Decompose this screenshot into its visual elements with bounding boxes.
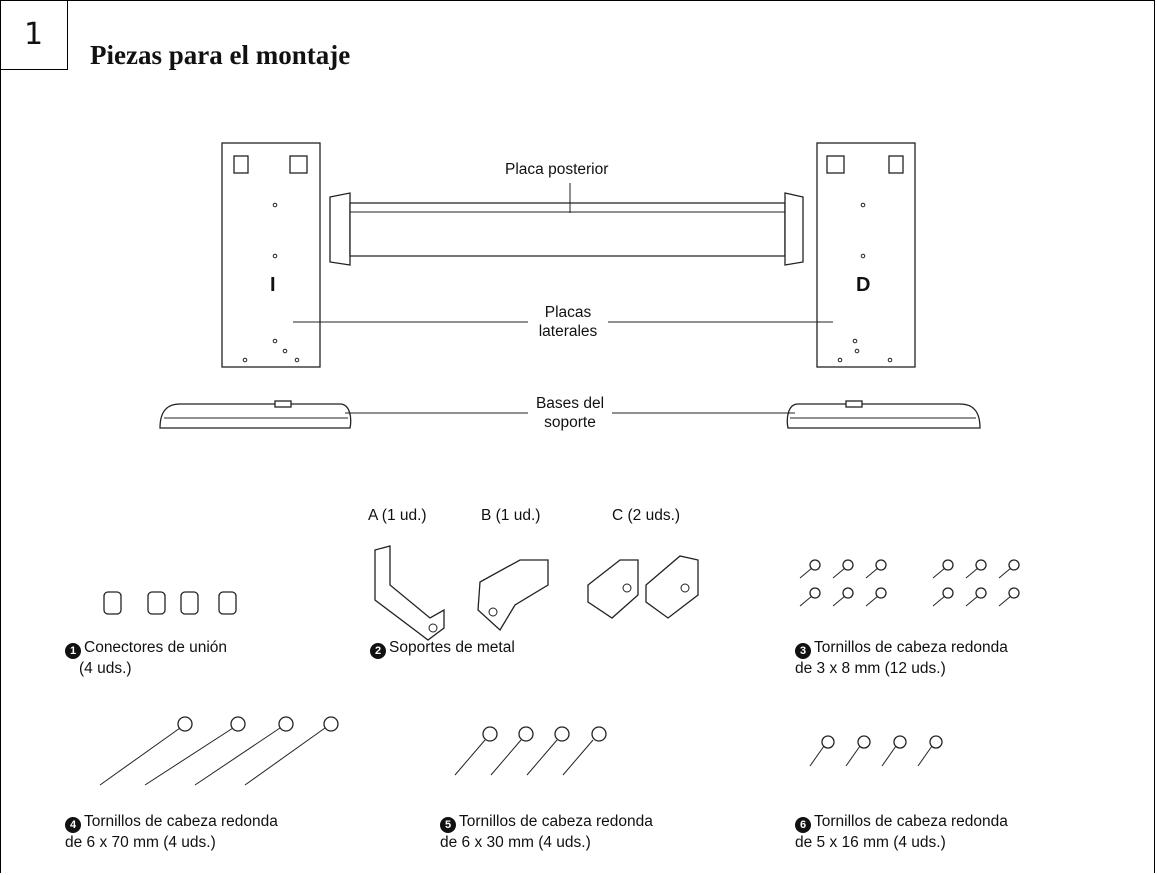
screw-head xyxy=(842,587,854,599)
bracket-a-label: A (1 ud.) xyxy=(368,507,427,524)
step-number: 1 xyxy=(0,0,68,70)
screw-shank xyxy=(965,567,979,579)
screw-shank xyxy=(832,567,846,579)
right-plate-letter: D xyxy=(856,274,871,296)
part-5-line2: de 6 x 30 mm (4 uds.) xyxy=(440,834,591,851)
page-title: Piezas para el montaje xyxy=(90,40,351,70)
part-4-number: 4 xyxy=(65,817,81,833)
screw-head xyxy=(975,587,987,599)
screw-shank xyxy=(799,595,813,607)
left-base-drawing xyxy=(159,400,352,429)
bracket-c-label: C (2 uds.) xyxy=(612,507,681,524)
bases-label: Bases del soporte xyxy=(528,394,612,432)
back-plate-label: Placa posterior xyxy=(505,161,609,178)
screw-head xyxy=(809,587,821,599)
screw-shank xyxy=(865,595,879,607)
bracket-b-label: B (1 ud.) xyxy=(481,507,541,524)
right-side-plate-drawing xyxy=(816,142,916,368)
joint-connectors-drawing xyxy=(103,591,237,615)
part-4-line1: Tornillos de cabeza redonda xyxy=(84,813,278,830)
screw-shank xyxy=(932,567,946,579)
part-1-line1: Conectores de unión xyxy=(84,639,228,656)
part-6-line2: de 5 x 16 mm (4 uds.) xyxy=(795,834,946,851)
screw-head xyxy=(942,559,954,571)
back-plate-drawing xyxy=(329,183,804,266)
part-3-number: 3 xyxy=(795,643,811,659)
screw-shank xyxy=(932,595,946,607)
screw-shank xyxy=(865,567,879,579)
screws-5x16-drawing xyxy=(809,735,943,767)
screw-head xyxy=(1008,587,1020,599)
screw-head xyxy=(875,587,887,599)
part-3-line2: de 3 x 8 mm (12 uds.) xyxy=(795,660,946,677)
screw-head xyxy=(842,559,854,571)
metal-brackets-drawing xyxy=(374,545,699,641)
part-2-number: 2 xyxy=(370,643,386,659)
part-5-line1: Tornillos de cabeza redonda xyxy=(459,813,653,830)
part-3-line1: Tornillos de cabeza redonda xyxy=(814,639,1008,656)
screw-head xyxy=(875,559,887,571)
part-5-number: 5 xyxy=(440,817,456,833)
bases-label-line1: Bases del xyxy=(535,395,605,412)
screws-6x70-drawing xyxy=(99,716,339,786)
part-4-line2: de 6 x 70 mm (4 uds.) xyxy=(65,834,216,851)
left-side-plate-drawing xyxy=(221,142,321,368)
side-plates-label: Placas laterales xyxy=(531,303,605,341)
screw-shank xyxy=(998,567,1012,579)
screw-shank xyxy=(799,567,813,579)
screw-head xyxy=(942,587,954,599)
part-2-line1: Soportes de metal xyxy=(389,639,515,656)
bases-label-line2: soporte xyxy=(544,414,596,431)
screws-3x8-drawing xyxy=(799,559,1020,607)
screw-shank xyxy=(965,595,979,607)
part-1-number: 1 xyxy=(65,643,81,659)
screw-head xyxy=(975,559,987,571)
side-plates-label-line1: Placas xyxy=(544,304,592,321)
screw-head xyxy=(809,559,821,571)
part-6-number: 6 xyxy=(795,817,811,833)
screw-shank xyxy=(832,595,846,607)
right-base-drawing xyxy=(786,400,981,429)
screw-shank xyxy=(998,595,1012,607)
side-plates-label-line2: laterales xyxy=(538,323,598,340)
part-6-line1: Tornillos de cabeza redonda xyxy=(814,813,1008,830)
left-plate-letter: I xyxy=(270,274,276,296)
screw-head xyxy=(1008,559,1020,571)
screws-6x30-drawing xyxy=(454,726,607,776)
part-1-line2: (4 uds.) xyxy=(79,660,132,677)
